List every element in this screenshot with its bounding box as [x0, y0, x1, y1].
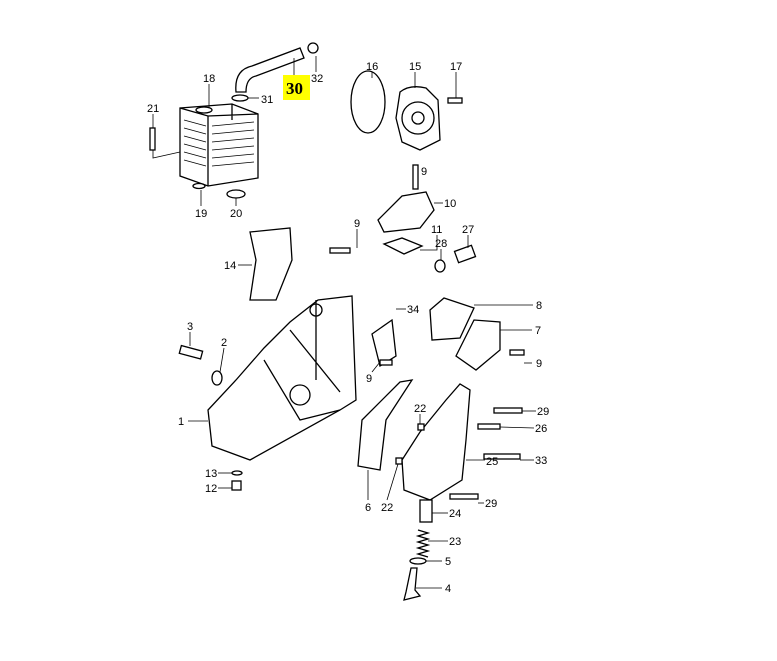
plug-part-4: [403, 567, 422, 601]
callout-1[interactable]: 1: [178, 416, 184, 428]
bolt-part-29b: [449, 493, 479, 500]
callout-34[interactable]: 34: [407, 304, 419, 316]
piston-part-24: [419, 499, 433, 523]
washer-part-13: [231, 470, 243, 476]
o-ring-part-28: [434, 259, 446, 273]
gasket-part-8: [429, 297, 475, 341]
o-ring-part-2: [211, 370, 223, 386]
callout-3[interactable]: 3: [187, 321, 193, 333]
callout-17[interactable]: 17: [450, 61, 462, 73]
pin-part-3: [178, 344, 204, 360]
pump-body-part-25: [401, 383, 471, 501]
callout-33[interactable]: 33: [535, 455, 547, 467]
callout-24[interactable]: 24: [449, 508, 461, 520]
callout-23[interactable]: 23: [449, 536, 461, 548]
callout-13[interactable]: 13: [205, 468, 217, 480]
callout-5[interactable]: 5: [445, 556, 451, 568]
bracket-part-34: [371, 318, 397, 368]
callout-12[interactable]: 12: [205, 483, 217, 495]
bolt-part-9d: [509, 349, 525, 356]
bolt-part-33: [483, 453, 521, 460]
bolt-part-17: [447, 97, 463, 104]
callout-19[interactable]: 19: [195, 208, 207, 220]
callout-30-highlighted[interactable]: 30: [286, 79, 303, 98]
callout-22-b[interactable]: 22: [381, 502, 393, 514]
pump-cover-part-15: [395, 86, 441, 151]
gasket-part-14: [249, 227, 293, 301]
bolt-part-9c: [379, 359, 393, 366]
dowel-part-22b: [395, 457, 403, 465]
callout-25[interactable]: 25: [486, 456, 498, 468]
gasket-part-11: [382, 237, 424, 255]
bolt-part-9: [412, 164, 419, 190]
callout-29[interactable]: 29: [537, 406, 549, 418]
callout-8[interactable]: 8: [536, 300, 542, 312]
highlight-box: [283, 75, 310, 100]
callout-32[interactable]: 32: [311, 73, 323, 85]
bolt-part-9b: [329, 247, 351, 254]
callout-9[interactable]: 9: [421, 166, 427, 178]
callout-31[interactable]: 31: [261, 94, 273, 106]
callout-22[interactable]: 22: [414, 403, 426, 415]
callout-10[interactable]: 10: [444, 198, 456, 210]
dowel-part-22: [417, 423, 425, 431]
callout-labels: 32 30 18 31 16 15 17 21 19 20 9 10 9 11 …: [147, 61, 549, 595]
elbow-part-10: [377, 191, 435, 233]
cover-part-7: [455, 319, 501, 371]
callout-9-c[interactable]: 9: [536, 358, 542, 370]
o-ring-part-16: [350, 70, 386, 134]
seal-part-19: [192, 182, 206, 190]
spring-part-23: [415, 529, 431, 558]
bolt-part-29: [493, 407, 523, 414]
callout-20[interactable]: 20: [230, 208, 242, 220]
callout-14[interactable]: 14: [224, 260, 236, 272]
seal-part-20: [226, 189, 246, 199]
callout-6[interactable]: 6: [365, 502, 371, 514]
callout-21[interactable]: 21: [147, 103, 159, 115]
callout-26[interactable]: 26: [535, 423, 547, 435]
callout-16[interactable]: 16: [366, 61, 378, 73]
callout-9-b[interactable]: 9: [354, 218, 360, 230]
callout-2[interactable]: 2: [221, 337, 227, 349]
callout-4[interactable]: 4: [445, 583, 451, 595]
oil-pump-housing-part-1: [207, 295, 357, 461]
plug-part-12: [231, 480, 242, 491]
callout-15[interactable]: 15: [409, 61, 421, 73]
callout-29-b[interactable]: 29: [485, 498, 497, 510]
gasket-part-6: [357, 379, 414, 471]
hose-part-30: [235, 42, 319, 93]
callout-7[interactable]: 7: [535, 325, 541, 337]
callout-28[interactable]: 28: [435, 238, 447, 250]
callout-9-d[interactable]: 9: [366, 373, 372, 385]
callout-11[interactable]: 11: [431, 224, 442, 236]
sensor-part-27: [453, 244, 477, 264]
oil-cooler-part-18: [179, 103, 259, 187]
callout-18[interactable]: 18: [203, 73, 215, 85]
callout-27[interactable]: 27: [462, 224, 474, 236]
bolt-part-21: [149, 127, 156, 151]
bolt-part-26: [477, 423, 501, 430]
leader-lines: [152, 56, 536, 589]
clamp-part-31: [231, 94, 249, 102]
washer-part-5: [409, 557, 427, 565]
